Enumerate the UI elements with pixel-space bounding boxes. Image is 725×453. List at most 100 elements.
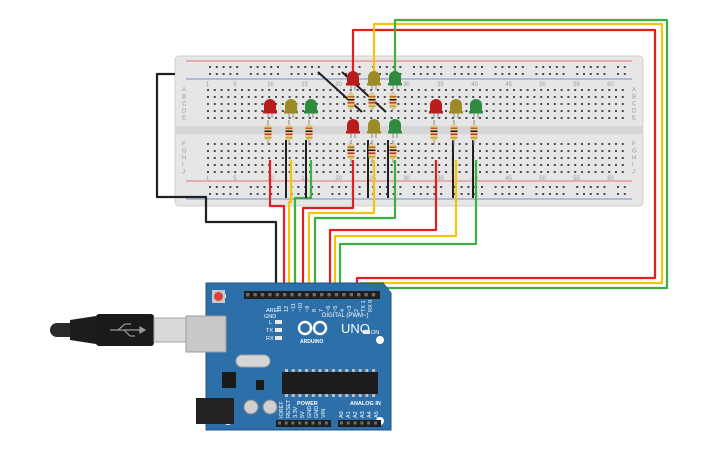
pin-hole[interactable] bbox=[253, 293, 257, 297]
digital-header bbox=[244, 291, 380, 299]
pin-hole[interactable] bbox=[353, 421, 357, 425]
pin-hole[interactable] bbox=[349, 293, 353, 297]
pin-hole[interactable] bbox=[305, 293, 309, 297]
jumper-black-diagonal-1[interactable] bbox=[317, 71, 363, 113]
pin-hole[interactable] bbox=[246, 293, 250, 297]
pin-hole[interactable] bbox=[357, 293, 361, 297]
resistor-green[interactable] bbox=[305, 120, 313, 145]
pin-hole[interactable] bbox=[342, 293, 346, 297]
digital-pin-label: 2 bbox=[354, 309, 360, 312]
column-number: 30 bbox=[403, 176, 410, 182]
pin-hole[interactable] bbox=[311, 421, 315, 425]
pin-hole[interactable] bbox=[324, 421, 328, 425]
wire-red-top[interactable] bbox=[351, 28, 657, 293]
wire-green-middle[interactable] bbox=[313, 160, 397, 293]
pin-hole[interactable] bbox=[275, 293, 279, 297]
usb-cable-strain-relief bbox=[70, 316, 96, 344]
pin-hole[interactable] bbox=[283, 293, 287, 297]
digital-pin-label: TX 1 bbox=[361, 300, 367, 312]
row-letter: F bbox=[632, 142, 636, 148]
wire-green-right[interactable] bbox=[338, 160, 478, 293]
digital-pin-label: 4 bbox=[340, 309, 346, 312]
analog-pin-label: A0 bbox=[339, 411, 345, 418]
analog-in-label: ANALOG IN bbox=[350, 401, 381, 407]
column-number: 60 bbox=[607, 82, 614, 88]
column-number: 30 bbox=[403, 82, 410, 88]
resistor-yellow[interactable] bbox=[368, 92, 376, 110]
led-red[interactable] bbox=[429, 99, 443, 118]
led-yellow[interactable] bbox=[284, 99, 298, 118]
pin-hole[interactable] bbox=[297, 293, 302, 297]
pin-hole[interactable] bbox=[346, 421, 350, 425]
led-green[interactable] bbox=[469, 99, 483, 118]
led-green[interactable] bbox=[388, 71, 402, 90]
row-letter: A bbox=[632, 88, 636, 94]
vin-label: VIN bbox=[321, 409, 327, 418]
resistor-yellow[interactable] bbox=[368, 140, 376, 163]
pin-hole[interactable] bbox=[284, 421, 288, 425]
wire-green-left[interactable] bbox=[293, 160, 313, 293]
ground-wire[interactable] bbox=[155, 72, 278, 293]
row-letter: I bbox=[182, 163, 184, 169]
digital-pin-label: 8 bbox=[312, 309, 318, 312]
pin-hole[interactable] bbox=[367, 421, 371, 425]
row-letter: H bbox=[182, 156, 186, 162]
wire-yellow-middle[interactable] bbox=[307, 160, 376, 293]
pin-hole[interactable] bbox=[312, 293, 316, 297]
reset-button[interactable] bbox=[214, 292, 223, 301]
column-number: 35 bbox=[437, 82, 444, 88]
resistor-red[interactable] bbox=[347, 92, 355, 110]
pin-hole[interactable] bbox=[340, 421, 343, 425]
wire-yellow-right[interactable] bbox=[333, 160, 458, 293]
resistor-red[interactable] bbox=[264, 120, 272, 145]
led-yellow[interactable] bbox=[449, 99, 463, 118]
wire-red-middle[interactable] bbox=[301, 160, 355, 293]
pin-hole[interactable] bbox=[334, 293, 339, 297]
pin-hole[interactable] bbox=[318, 421, 322, 425]
usb-cable[interactable] bbox=[50, 314, 187, 346]
row-letter: I bbox=[632, 163, 634, 169]
resistor-green[interactable] bbox=[470, 120, 478, 145]
pin-hole[interactable] bbox=[320, 293, 324, 297]
usb-socket bbox=[185, 315, 227, 353]
resistor-yellow[interactable] bbox=[450, 120, 458, 145]
led-green[interactable] bbox=[388, 119, 402, 138]
resistor-yellow[interactable] bbox=[285, 120, 293, 145]
wire-red-right[interactable] bbox=[328, 160, 438, 293]
pin-hole[interactable] bbox=[278, 421, 281, 425]
pin-hole[interactable] bbox=[364, 293, 368, 297]
wire-red-left[interactable] bbox=[268, 160, 286, 293]
led-green[interactable] bbox=[304, 99, 318, 118]
led-red[interactable] bbox=[263, 99, 277, 118]
pin-hole[interactable] bbox=[260, 293, 265, 297]
column-number: 45 bbox=[505, 176, 512, 182]
pin-hole[interactable] bbox=[360, 421, 364, 425]
wire-yellow-left[interactable] bbox=[287, 160, 293, 293]
led-yellow[interactable] bbox=[367, 119, 381, 138]
resistor-green[interactable] bbox=[389, 92, 397, 110]
on-led bbox=[363, 330, 370, 334]
pin-hole[interactable] bbox=[268, 293, 272, 297]
resistor-red[interactable] bbox=[430, 120, 438, 145]
pin-hole[interactable] bbox=[304, 421, 308, 425]
pin-hole[interactable] bbox=[290, 293, 294, 297]
resistor-red[interactable] bbox=[347, 140, 355, 163]
pin-hole[interactable] bbox=[374, 421, 377, 425]
pin-hole[interactable] bbox=[327, 293, 331, 297]
pin-hole[interactable] bbox=[291, 421, 295, 425]
pin-hole[interactable] bbox=[371, 293, 376, 297]
resistor-green[interactable] bbox=[389, 140, 397, 163]
usb-plug-metal bbox=[153, 317, 187, 343]
tx-led bbox=[275, 328, 282, 332]
column-number: 20 bbox=[335, 176, 342, 182]
led-yellow[interactable] bbox=[367, 71, 381, 90]
led-red[interactable] bbox=[346, 71, 360, 90]
column-number: 25 bbox=[369, 176, 376, 182]
pin-hole[interactable] bbox=[298, 421, 302, 425]
microcontroller-pins bbox=[285, 369, 376, 397]
led-red[interactable] bbox=[346, 119, 360, 138]
